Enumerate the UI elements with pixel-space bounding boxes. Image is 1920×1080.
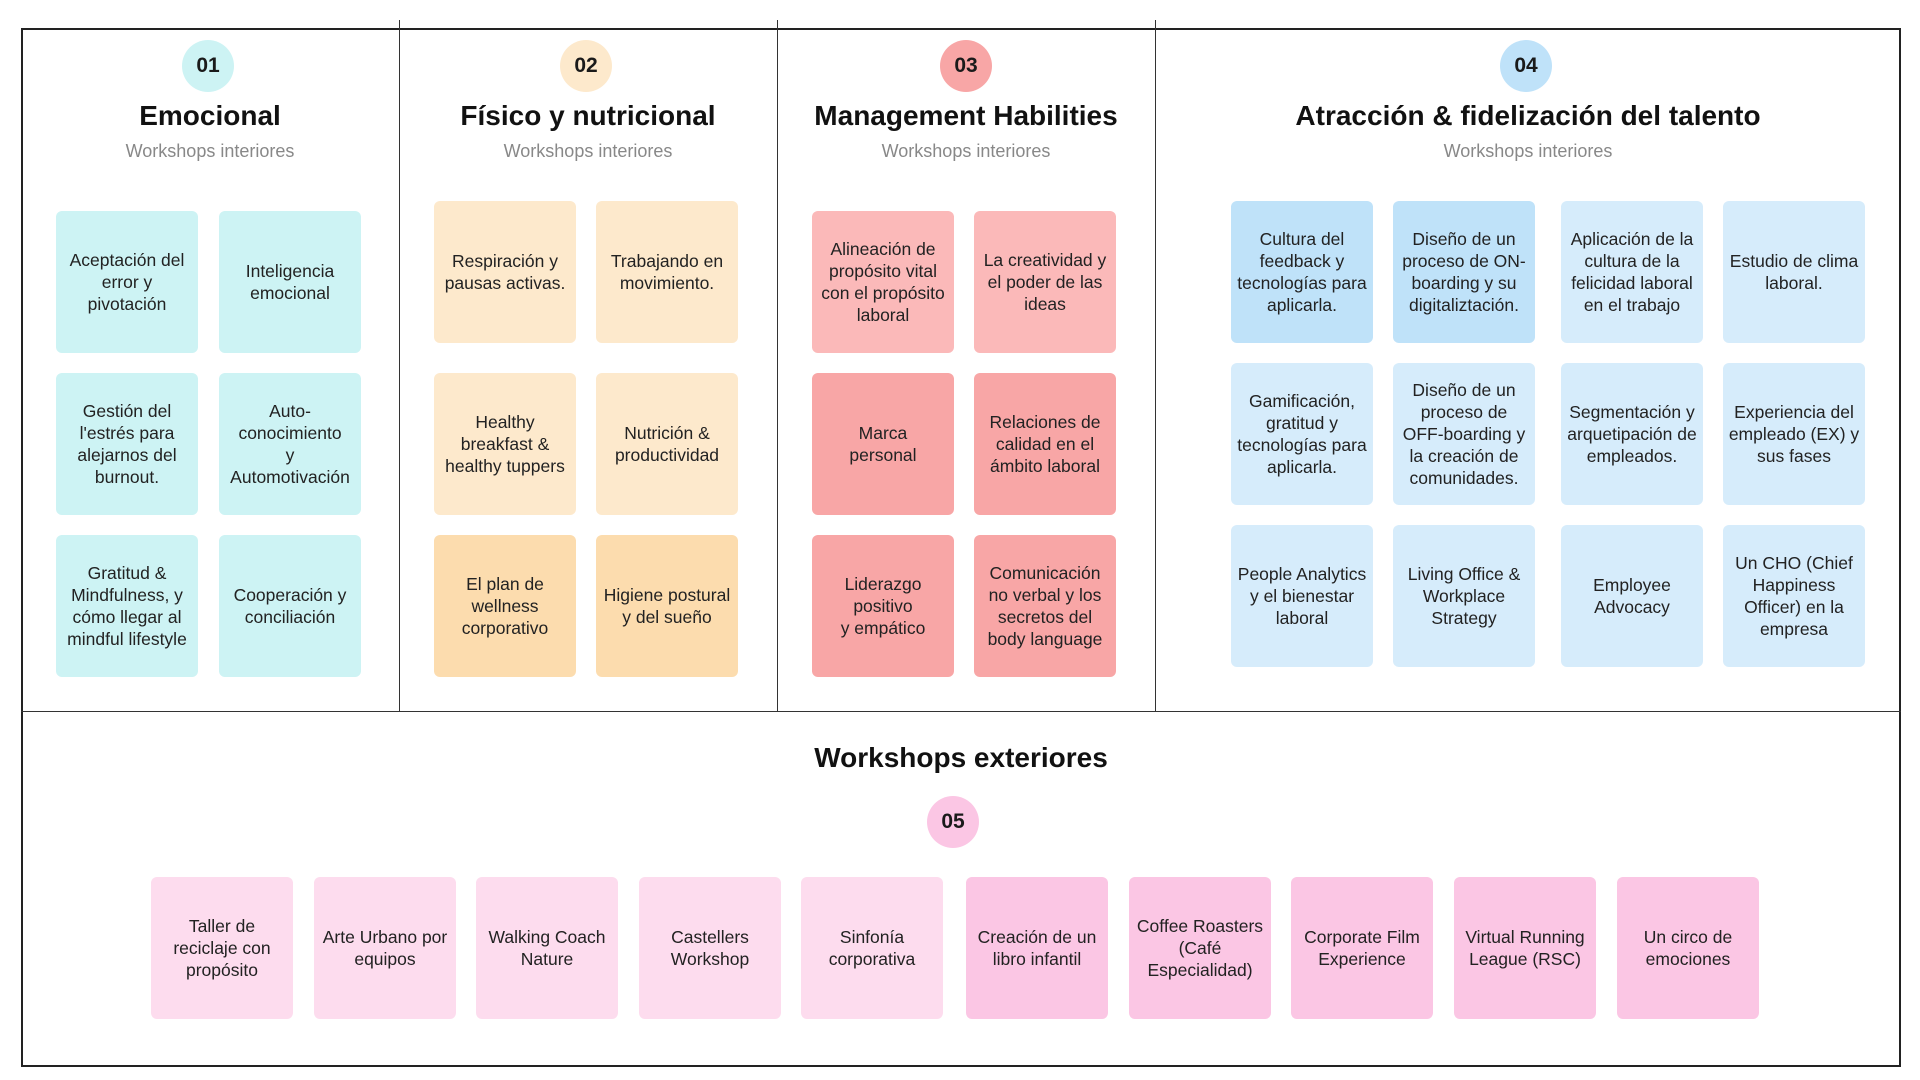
workshop-card: Auto- conocimiento y Automotivación — [219, 373, 361, 515]
exterior-workshop-card: Un circo de emociones — [1617, 877, 1759, 1019]
exterior-section-title: Workshops exteriores — [814, 742, 1108, 773]
workshop-card: Nutrición & productividad — [596, 373, 738, 515]
section-divider-horizontal — [21, 711, 1901, 712]
exterior-workshop-card: Virtual Running League (RSC) — [1454, 877, 1596, 1019]
section-number-badge: 02 — [560, 40, 612, 92]
workshop-card: Segmentación y arquetipación de empleado… — [1561, 363, 1703, 505]
workshop-card: Inteligencia emocional — [219, 211, 361, 353]
section-divider-3 — [1155, 20, 1156, 711]
section-subtitle: Workshops interiores — [125, 141, 295, 161]
exterior-number-badge: 05 — [927, 796, 979, 848]
section-subtitle: Workshops interiores — [881, 141, 1051, 161]
exterior-workshop-card: Coffee Roasters (Café Especialidad) — [1129, 877, 1271, 1019]
exterior-workshop-card: Walking Coach Nature — [476, 877, 618, 1019]
workshop-card: Diseño de un proceso de OFF-boarding y l… — [1393, 363, 1535, 505]
workshop-card: Aplicación de la cultura de la felicidad… — [1561, 201, 1703, 343]
section-subtitle: Workshops interiores — [503, 141, 673, 161]
outer-frame — [21, 28, 1901, 1067]
workshop-card: Gratitud & Mindfulness, y cómo llegar al… — [56, 535, 198, 677]
exterior-workshop-card: Castellers Workshop — [639, 877, 781, 1019]
section-title: Emocional — [139, 100, 281, 131]
workshop-card: Gamificación, gratitud y tecnologías par… — [1231, 363, 1373, 505]
section-fisico-nutricional: 02 Físico y nutricional Workshops interi… — [399, 28, 777, 711]
section-number-badge: 01 — [182, 40, 234, 92]
section-subtitle: Workshops interiores — [1443, 141, 1613, 161]
section-emocional: 01 Emocional Workshops interiores Acepta… — [21, 28, 399, 711]
section-talento: 04 Atracción & fidelización del talento … — [1155, 28, 1901, 711]
workshop-card: Alineación de propósito vital con el pro… — [812, 211, 954, 353]
section-divider-2 — [777, 20, 778, 711]
section-number-badge: 04 — [1500, 40, 1552, 92]
section-divider-1 — [399, 20, 400, 711]
exterior-workshop-card: Corporate Film Experience — [1291, 877, 1433, 1019]
workshop-card: Cultura del feedback y tecnologías para … — [1231, 201, 1373, 343]
workshop-card: Healthy breakfast & healthy tuppers — [434, 373, 576, 515]
workshop-card: Aceptación del error y pivotación — [56, 211, 198, 353]
section-number-badge: 03 — [940, 40, 992, 92]
workshop-card: Living Office & Workplace Strategy — [1393, 525, 1535, 667]
workshop-card: Un CHO (Chief Happiness Officer) en la e… — [1723, 525, 1865, 667]
exterior-workshop-card: Arte Urbano por equipos — [314, 877, 456, 1019]
section-management: 03 Management Habilities Workshops inter… — [777, 28, 1155, 711]
workshop-card: Liderazgo positivo y empático — [812, 535, 954, 677]
workshop-card: Trabajando en movimiento. — [596, 201, 738, 343]
exterior-workshop-card: Creación de un libro infantil — [966, 877, 1108, 1019]
workshop-card: Gestión del l'estrés para alejarnos del … — [56, 373, 198, 515]
workshop-card: Relaciones de calidad en el ámbito labor… — [974, 373, 1116, 515]
section-title: Management Habilities — [814, 100, 1118, 131]
workshop-card: Respiración y pausas activas. — [434, 201, 576, 343]
workshop-card: People Analytics y el bienestar laboral — [1231, 525, 1373, 667]
exterior-workshop-card: Taller de reciclaje con propósito — [151, 877, 293, 1019]
workshop-card: Diseño de un proceso de ON-boarding y su… — [1393, 201, 1535, 343]
section-title: Atracción & fidelización del talento — [1295, 100, 1761, 131]
workshop-card: Higiene postural y del sueño — [596, 535, 738, 677]
workshop-card: Employee Advocacy — [1561, 525, 1703, 667]
workshop-card: Comunicación no verbal y los secretos de… — [974, 535, 1116, 677]
exterior-workshop-card: Sinfonía corporativa — [801, 877, 943, 1019]
workshop-card: Marca personal — [812, 373, 954, 515]
section-title: Físico y nutricional — [460, 100, 716, 131]
workshop-card: La creatividad y el poder de las ideas — [974, 211, 1116, 353]
workshop-card: Cooperación y conciliación — [219, 535, 361, 677]
workshop-card: Estudio de clima laboral. — [1723, 201, 1865, 343]
workshop-card: El plan de wellness corporativo — [434, 535, 576, 677]
workshop-card: Experiencia del empleado (EX) y sus fase… — [1723, 363, 1865, 505]
